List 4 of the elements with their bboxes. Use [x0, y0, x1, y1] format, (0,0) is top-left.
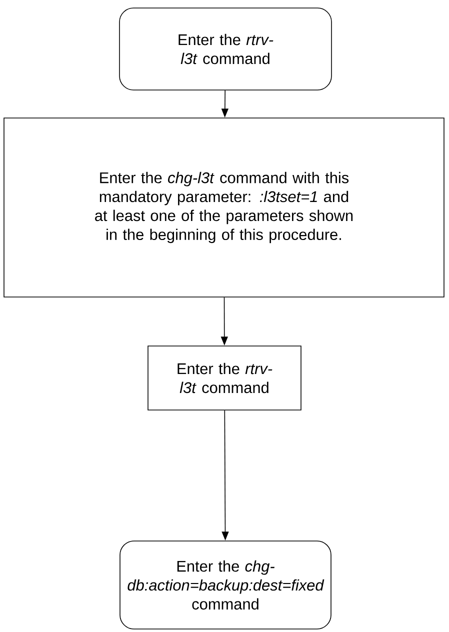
process-box: Enter the rtrv-l3t command [148, 346, 302, 410]
terminal-box: Enter the rtrv-l3t command [119, 8, 332, 90]
terminal-box: Enter the chg-db:action=backup:dest=fixed command [120, 540, 332, 630]
process-box: Enter the chg-l3t command with this mandatory parameter: :l3tset=1 and at least one of the parameters shown in the beginning of this procedure. [4, 118, 444, 298]
